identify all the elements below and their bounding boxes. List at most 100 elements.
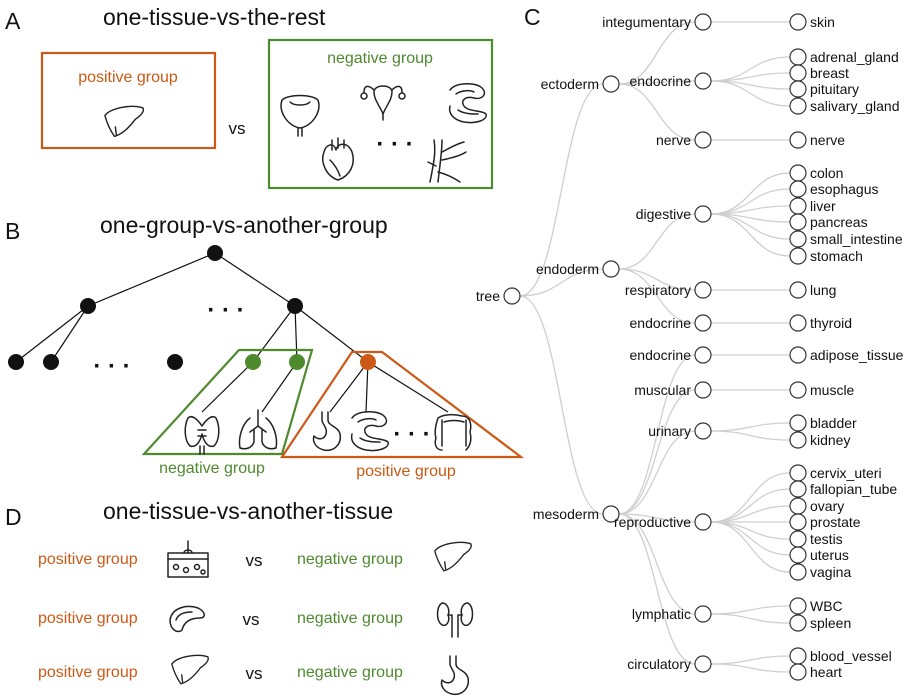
tree-link (519, 268, 604, 297)
system-node (694, 13, 712, 31)
tissue-node (789, 546, 807, 564)
tree-node (207, 245, 223, 261)
positive-group-label: positive group (38, 664, 138, 681)
system-label: endocrine (630, 315, 692, 331)
tissue-node (789, 164, 807, 182)
thyroid-icon (184, 415, 220, 455)
pancreas-icon (169, 605, 206, 633)
tree-link (519, 83, 604, 297)
tissue-label: small_intestine (810, 231, 903, 247)
tissue-label: adrenal_gland (810, 49, 899, 65)
tree-root-node (503, 287, 521, 305)
tissue-label: fallopian_tube (810, 481, 897, 497)
tissue-label: vagina (810, 564, 851, 580)
tissue-label: pancreas (810, 214, 868, 230)
tissue-node (789, 346, 807, 364)
tissue-label: liver (810, 198, 836, 214)
tissue-node (789, 497, 807, 515)
tissue-node (789, 131, 807, 149)
tissue-label: ovary (810, 498, 844, 514)
system-label: respiratory (625, 282, 691, 298)
germ-layer-node (602, 505, 620, 523)
tree-node (80, 298, 96, 314)
tree-link (618, 80, 696, 85)
vs-label: vs (243, 610, 260, 629)
tissue-label: muscle (810, 382, 855, 398)
tissue-node (789, 563, 807, 581)
system-node (694, 131, 712, 149)
liver-icon (104, 105, 145, 138)
negative-group-label: negative group (327, 50, 433, 67)
system-label: nerve (656, 132, 691, 148)
blood-vessel-icon (427, 139, 467, 183)
tissue-node (789, 464, 807, 482)
germ-layer-label: endoderm (536, 261, 599, 277)
panel-d-label: D (5, 504, 22, 530)
tree-node (167, 354, 183, 370)
tree-link (710, 488, 791, 523)
system-label: digestive (636, 206, 691, 222)
positive-group-trapezoid (279, 350, 525, 459)
system-label: muscular (634, 382, 691, 398)
negative-group-label: negative group (159, 460, 265, 477)
tissue-label: salivary_gland (810, 98, 900, 114)
tissue-node (789, 414, 807, 432)
tree-b-edges (15, 252, 449, 413)
positive-group-label: positive group (38, 610, 138, 627)
system-node (694, 655, 712, 673)
colon-icon (434, 413, 472, 451)
tree-link (618, 83, 696, 141)
tissue-node (789, 647, 807, 665)
system-node (694, 205, 712, 223)
positive-group-label: positive group (38, 551, 138, 568)
tree-link (710, 422, 791, 432)
tissue-label: testis (810, 531, 843, 547)
negative-node (245, 354, 261, 370)
tissue-node (789, 213, 807, 231)
tissue-node (789, 663, 807, 681)
system-label: reproductive (614, 514, 691, 530)
tissue-label: WBC (810, 598, 843, 614)
germ-layer-node (602, 260, 620, 278)
panel-b-title: one-group-vs-another-group (100, 212, 388, 238)
tissue-node (789, 197, 807, 215)
panel-a-label: A (5, 8, 21, 34)
tissue-node (789, 281, 807, 299)
tissue-label: thyroid (810, 315, 852, 331)
tree-node (8, 354, 24, 370)
tree-link (618, 513, 696, 615)
liver-icon (171, 654, 209, 685)
positive-group-label: positive group (78, 69, 178, 86)
system-label: endocrine (630, 73, 692, 89)
tree-root-label: tree (476, 288, 500, 304)
tissue-node (789, 247, 807, 265)
tissue-node (789, 314, 807, 332)
tissue-label: colon (810, 165, 843, 181)
stomach-icon (440, 655, 470, 696)
system-node (694, 281, 712, 299)
tree-node (43, 354, 59, 370)
tissue-node (789, 80, 807, 98)
system-node (694, 346, 712, 364)
positive-group-label: positive group (356, 463, 456, 480)
tree-link (618, 213, 696, 270)
ellipsis: · · · (376, 131, 413, 158)
negative-group-label: negative group (297, 610, 403, 627)
tissue-label: stomach (810, 248, 863, 264)
tissue-label: esophagus (810, 181, 879, 197)
tree-link (710, 605, 791, 615)
vs-label: vs (246, 551, 263, 570)
tree-link (710, 521, 791, 573)
tree-link (618, 268, 696, 324)
lungs-icon (238, 409, 278, 450)
tissue-label: spleen (810, 615, 851, 631)
tissue-node (789, 230, 807, 248)
tissue-label: prostate (810, 514, 861, 530)
tissue-label: uterus (810, 547, 849, 563)
tissue-label: skin (810, 14, 835, 30)
tree-link (618, 430, 696, 515)
skin-icon (167, 540, 209, 578)
tissue-label: breast (810, 65, 849, 81)
vs-label: vs (246, 664, 263, 683)
